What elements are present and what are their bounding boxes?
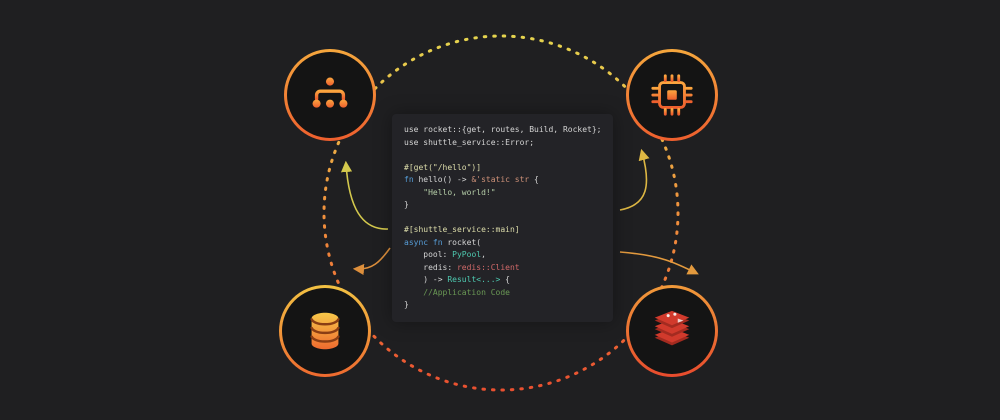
arrow-to-database: [352, 247, 391, 276]
code-line: [404, 212, 601, 225]
cpu-icon: [651, 74, 693, 116]
code-line: ) -> Result<...> {: [404, 275, 510, 284]
arrow-to-cpu: [619, 148, 650, 211]
code-line: "Hello, world!": [404, 187, 496, 197]
dashed-ring: [322, 34, 680, 392]
code-panel: use rocket::{get, routes, Build, Rocket}…: [392, 114, 614, 322]
arrow-to-redis: [619, 251, 699, 275]
code-line: [404, 149, 601, 162]
redis-icon: [654, 310, 690, 346]
node-database: [279, 285, 371, 377]
sitemap-icon: [312, 77, 348, 108]
arrow-to-sitemap: [340, 160, 389, 230]
code-line: use shuttle_service::Error;: [404, 137, 535, 147]
code-line: }: [404, 300, 409, 309]
node-redis: [626, 285, 718, 377]
code-line: redis: redis::Client: [404, 262, 520, 272]
code-line: //Application Code: [404, 287, 510, 297]
code-line: use rocket::{get, routes, Build, Rocket}…: [404, 125, 602, 134]
code-line: #[get("/hello")]: [404, 162, 482, 172]
database-icon: [310, 312, 340, 350]
code-line: pool: PyPool,: [404, 250, 486, 259]
node-cpu: [626, 49, 718, 141]
code-block: use rocket::{get, routes, Build, Rocket}…: [404, 124, 601, 312]
node-sitemap: [284, 49, 376, 141]
code-line: }: [404, 200, 409, 209]
code-line: async fn rocket(: [404, 237, 482, 247]
code-line: fn hello() -> &'static str {: [404, 175, 539, 184]
code-line: #[shuttle_service::main]: [404, 225, 520, 234]
